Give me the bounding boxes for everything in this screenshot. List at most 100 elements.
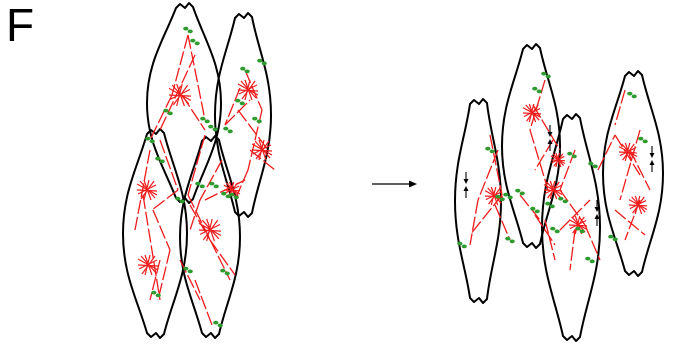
linker-protein bbox=[257, 58, 267, 66]
cells-layer bbox=[122, 2, 664, 342]
actin-cable bbox=[189, 199, 201, 231]
linker-protein bbox=[155, 156, 165, 164]
actin-cable bbox=[569, 229, 576, 271]
linker-protein bbox=[638, 136, 648, 144]
actin-cable bbox=[544, 219, 556, 261]
actin-cable bbox=[224, 87, 241, 126]
actin-cable bbox=[494, 204, 511, 241]
actin-filament bbox=[572, 216, 585, 234]
linker-protein bbox=[163, 108, 173, 116]
actin-cable bbox=[469, 199, 479, 246]
linker-protein bbox=[545, 201, 555, 209]
panel-label: F bbox=[6, 0, 35, 51]
actin-cable bbox=[534, 214, 556, 246]
actin-filament bbox=[553, 153, 564, 167]
actin-knot bbox=[484, 186, 504, 206]
actin-knot bbox=[628, 195, 648, 215]
linker-protein bbox=[575, 226, 585, 234]
up-down-arrows-icon bbox=[594, 200, 600, 226]
linker-protein bbox=[608, 234, 618, 242]
linker-protein bbox=[195, 181, 205, 189]
actin-cable bbox=[597, 134, 616, 171]
linker-protein bbox=[503, 192, 513, 200]
actin-cable bbox=[152, 209, 171, 251]
linker-protein bbox=[183, 26, 193, 34]
right-cell-d bbox=[602, 70, 664, 277]
actin-cable bbox=[142, 194, 161, 301]
actin-cable bbox=[519, 194, 541, 221]
linker-layer bbox=[145, 26, 648, 328]
actin-filament bbox=[632, 196, 645, 214]
linker-protein bbox=[209, 181, 219, 189]
actin-filament bbox=[547, 181, 560, 199]
linker-protein bbox=[530, 206, 540, 214]
force-arrows bbox=[463, 125, 655, 226]
actin-cable bbox=[209, 239, 236, 276]
actin-filament bbox=[241, 80, 256, 100]
linker-protein bbox=[457, 241, 467, 249]
left-cell-d bbox=[179, 135, 241, 339]
actin-cable bbox=[159, 139, 179, 191]
actin-cable bbox=[619, 129, 641, 201]
right-cell-b bbox=[501, 43, 561, 249]
actin-cable bbox=[489, 134, 503, 196]
actin-knot bbox=[543, 180, 563, 200]
actin-filament bbox=[202, 219, 219, 241]
linker-protein bbox=[532, 86, 542, 94]
linker-protein bbox=[588, 161, 598, 169]
linker-protein bbox=[151, 290, 161, 298]
linker-protein bbox=[223, 126, 233, 134]
right-arrow-icon bbox=[409, 180, 417, 188]
actin-cable bbox=[224, 99, 251, 126]
up-down-arrows-icon bbox=[547, 125, 553, 151]
linker-protein bbox=[220, 268, 230, 276]
actin-knot bbox=[137, 254, 159, 276]
actin-cable bbox=[179, 259, 201, 301]
linker-protein bbox=[495, 194, 505, 202]
actin-cable bbox=[614, 209, 646, 236]
actin-knot bbox=[618, 142, 638, 162]
actin-cable bbox=[559, 199, 591, 231]
actin-knot bbox=[136, 179, 158, 201]
actin-knot bbox=[550, 152, 566, 168]
actin-filament bbox=[141, 255, 156, 275]
actin-filament bbox=[255, 140, 270, 160]
linker-protein bbox=[235, 98, 245, 106]
linker-protein bbox=[240, 66, 250, 74]
actin-cable bbox=[187, 34, 206, 121]
actin-cable bbox=[194, 279, 213, 326]
actin-network bbox=[134, 34, 651, 326]
right-cell-a bbox=[454, 98, 502, 304]
actin-cable bbox=[614, 134, 641, 176]
actin-knot bbox=[237, 79, 259, 101]
actin-cable bbox=[157, 249, 171, 301]
actin-filament bbox=[526, 104, 539, 122]
actin-cable bbox=[477, 149, 499, 201]
left-cell-b bbox=[214, 12, 272, 218]
actin-filament bbox=[172, 84, 189, 106]
linker-protein bbox=[183, 266, 193, 274]
linker-protein bbox=[627, 91, 637, 99]
linker-protein bbox=[541, 71, 551, 79]
left-cell-c bbox=[122, 128, 188, 339]
actin-knot bbox=[522, 103, 542, 123]
linker-protein bbox=[213, 320, 223, 328]
linker-protein bbox=[558, 196, 568, 204]
up-down-arrows-icon bbox=[649, 146, 655, 172]
actin-filament bbox=[622, 143, 635, 161]
actin-filament bbox=[488, 187, 501, 205]
linker-protein bbox=[200, 116, 210, 124]
linker-protein bbox=[515, 188, 525, 196]
actin-cable bbox=[614, 89, 626, 126]
up-down-arrows-icon bbox=[463, 172, 469, 198]
linker-protein bbox=[567, 151, 577, 159]
actin-knot bbox=[251, 139, 273, 161]
actin-cable bbox=[171, 34, 189, 96]
actin-knot bbox=[198, 218, 222, 242]
actin-cable bbox=[189, 204, 211, 241]
linker-protein bbox=[550, 226, 560, 234]
linker-protein bbox=[175, 196, 185, 204]
linker-protein bbox=[229, 192, 239, 200]
actin-cable bbox=[529, 129, 549, 191]
